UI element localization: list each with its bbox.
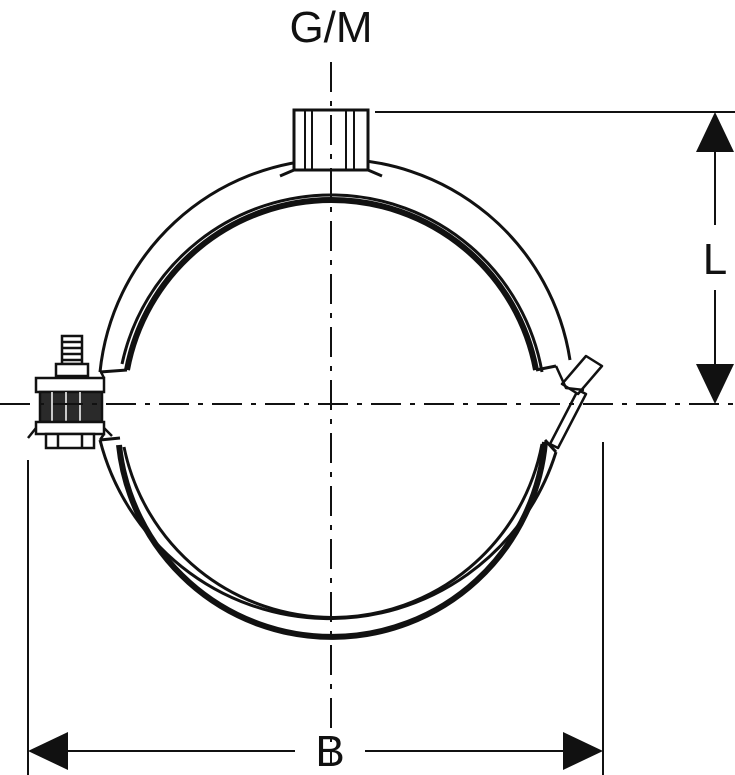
- upper-flange: [34, 376, 106, 394]
- dimension-b-label: B: [315, 727, 344, 775]
- lower-flange: [34, 420, 106, 436]
- arrow-left-icon: [28, 732, 68, 770]
- dimension-l: [375, 111, 735, 404]
- center-lines: [0, 62, 735, 765]
- hinge-arm: [548, 388, 588, 450]
- upper-band-left-end: [99, 368, 128, 374]
- upper-band-inner-edge: [120, 193, 544, 373]
- clamp-lower-half: [98, 436, 558, 640]
- screw-closure: [27, 334, 113, 450]
- dimension-l-label: L: [703, 235, 727, 284]
- hinge-latch: [548, 354, 604, 450]
- upper-rubber-lining: [124, 197, 539, 371]
- upper-band-right-end: [535, 364, 557, 372]
- clamp-upper-half: [98, 157, 572, 374]
- arrow-down-icon: [696, 364, 734, 404]
- lower-band-left-end: [99, 436, 121, 442]
- dimension-b: [27, 442, 604, 775]
- hinge-tab: [560, 354, 604, 396]
- rubber-insert: [38, 390, 104, 424]
- lower-rubber-lining: [116, 441, 548, 640]
- lower-band-inner-edge: [122, 443, 544, 619]
- arrow-right-icon: [563, 732, 603, 770]
- lower-band-outer-edge: [98, 439, 558, 621]
- lower-band-right-end: [543, 438, 558, 454]
- arrow-up-icon: [696, 112, 734, 152]
- lower-nut: [44, 432, 96, 450]
- thread-label: G/M: [289, 3, 372, 52]
